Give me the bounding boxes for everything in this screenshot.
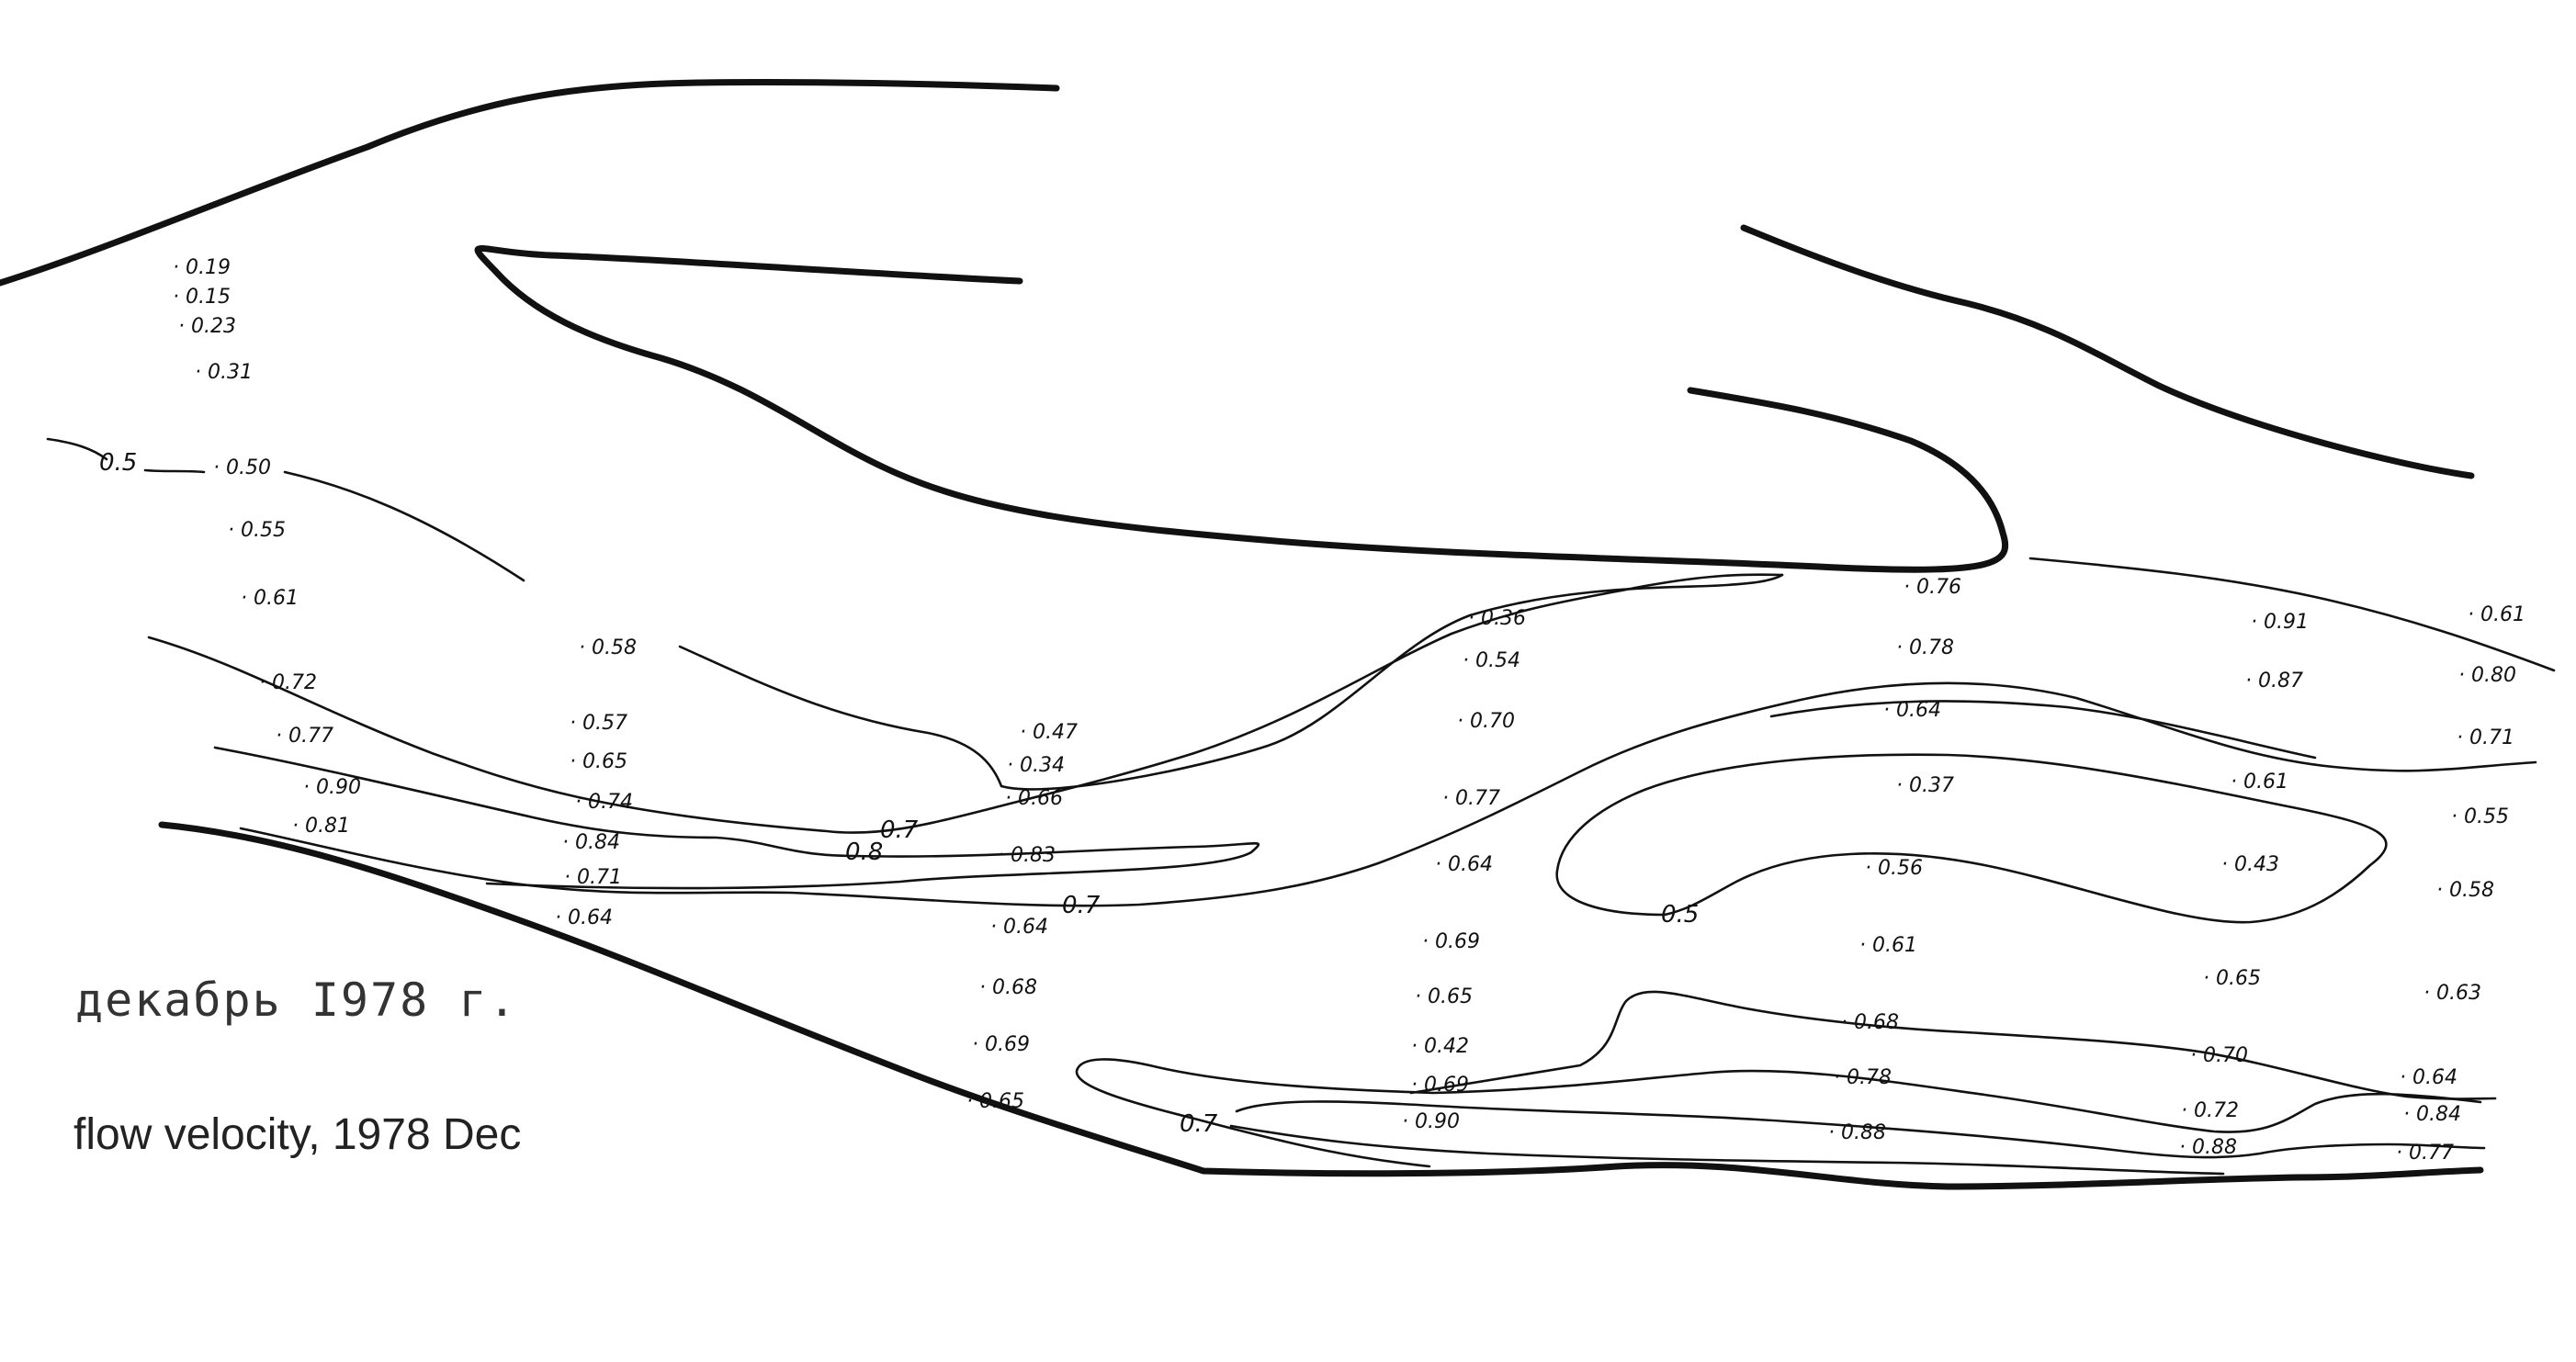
measurement: · 0.15 [173, 286, 231, 309]
measurement: · 0.37 [1896, 774, 1954, 797]
north-bank-west [0, 78, 1060, 287]
measurement: · 0.65 [966, 1090, 1024, 1113]
measurement: · 0.72 [2181, 1099, 2239, 1122]
measurement: · 0.69 [1422, 930, 1480, 953]
measurement: · 0.78 [1834, 1066, 1892, 1089]
measurement: · 0.64 [990, 916, 1048, 939]
caption-russian: декабрь I978 г. [75, 974, 518, 1027]
measurement: · 0.65 [1415, 985, 1473, 1008]
measurement: · 0.64 [555, 906, 613, 929]
isotach-0-5-east-loop [1555, 753, 2388, 924]
isoline-label: 0.5 [99, 449, 137, 477]
isotach-0-5-west [46, 437, 108, 461]
measurement: · 0.77 [1442, 787, 1500, 810]
measurement: · 0.65 [2203, 967, 2261, 990]
measurement: · 0.61 [1859, 934, 1917, 957]
isoline-label: 0.8 [845, 839, 883, 866]
measurement: · 0.64 [1435, 853, 1493, 876]
isotach-mid-west [678, 573, 1784, 791]
measurement: · 0.83 [998, 844, 1056, 867]
measurement: · 0.74 [575, 791, 633, 814]
measurement: · 0.69 [972, 1033, 1030, 1056]
measurement: · 0.34 [1007, 754, 1065, 777]
isotach-0-8-loop [213, 746, 1260, 890]
isoline-label: 0.7 [1180, 1110, 1218, 1138]
isotach-lower-inner [1235, 1100, 2486, 1159]
measurement: · 0.88 [2179, 1136, 2237, 1159]
isotach-0-7-upper [147, 573, 1784, 834]
measurement: · 0.50 [213, 456, 271, 479]
measurement: · 0.90 [303, 776, 361, 799]
measurement: · 0.87 [2245, 670, 2303, 692]
isoline-label: 0.7 [880, 816, 919, 844]
measurement: · 0.43 [2221, 853, 2279, 876]
measurement: · 0.70 [2190, 1044, 2248, 1067]
measurement: · 0.68 [1841, 1011, 1899, 1034]
measurement: · 0.71 [2457, 726, 2514, 749]
measurement: · 0.36 [1468, 607, 1526, 630]
caption-english: flow velocity, 1978 Dec [73, 1110, 522, 1159]
measurement: · 0.77 [276, 725, 333, 748]
measurement: · 0.61 [2231, 771, 2288, 794]
isotach-0-7-lower [239, 681, 2537, 907]
measurement: · 0.47 [1020, 721, 1078, 744]
measurement: · 0.71 [564, 866, 622, 889]
measurement: · 0.42 [1411, 1035, 1469, 1058]
measurement: · 0.76 [1904, 576, 1961, 599]
measurement: · 0.72 [259, 671, 317, 694]
isoline-labels: 0.5 0.7 0.8 0.7 0.5 0.7 [99, 449, 1699, 1138]
north-bank-east [1740, 224, 2475, 479]
isotach-lower-bump [1409, 990, 2497, 1100]
measurement: · 0.55 [2451, 805, 2509, 828]
measurement-points: · 0.19 · 0.15 · 0.23 · 0.31 · 0.50 · 0.5… [173, 256, 2525, 1165]
measurement: · 0.19 [173, 256, 231, 279]
isoline-label: 0.7 [1062, 892, 1101, 919]
measurement: · 0.61 [2468, 603, 2525, 626]
isotach-lower-inner-b [1229, 1124, 2225, 1176]
measurement: · 0.81 [292, 815, 350, 838]
measurement: · 0.64 [1883, 699, 1941, 722]
measurement: · 0.77 [2396, 1142, 2454, 1165]
measurement: · 0.56 [1865, 857, 1923, 880]
measurement: · 0.58 [2436, 879, 2494, 902]
island-shore [474, 245, 2009, 573]
measurement: · 0.63 [2423, 982, 2481, 1005]
isotach-upper-east-b [1769, 700, 2317, 760]
south-bank [158, 821, 2484, 1190]
isotach-0-7-south-loop [1075, 1058, 2482, 1168]
measurement: · 0.55 [228, 519, 286, 542]
measurement: · 0.69 [1411, 1074, 1469, 1097]
isotach-0-5-west-b [143, 468, 206, 474]
measurement: · 0.68 [979, 976, 1037, 999]
measurement: · 0.84 [2403, 1103, 2461, 1126]
measurement: · 0.58 [579, 636, 637, 659]
measurement: · 0.61 [241, 587, 299, 610]
measurement: · 0.64 [2400, 1066, 2457, 1089]
measurement: · 0.70 [1457, 710, 1515, 733]
measurement: · 0.23 [178, 315, 236, 338]
isotach-upper-east [2028, 557, 2556, 672]
measurement: · 0.80 [2458, 664, 2516, 687]
isotach-upper-west [283, 470, 525, 582]
measurement: · 0.91 [2251, 611, 2309, 634]
measurement: · 0.78 [1896, 636, 1954, 659]
measurement: · 0.90 [1402, 1110, 1460, 1133]
measurement: · 0.88 [1828, 1121, 1886, 1144]
measurement: · 0.66 [1005, 787, 1063, 810]
measurement: · 0.84 [562, 831, 620, 854]
measurement: · 0.57 [570, 712, 627, 735]
measurement: · 0.31 [195, 361, 253, 384]
measurement: · 0.65 [570, 750, 627, 773]
isoline-label: 0.5 [1661, 901, 1699, 929]
measurement: · 0.54 [1463, 649, 1520, 672]
